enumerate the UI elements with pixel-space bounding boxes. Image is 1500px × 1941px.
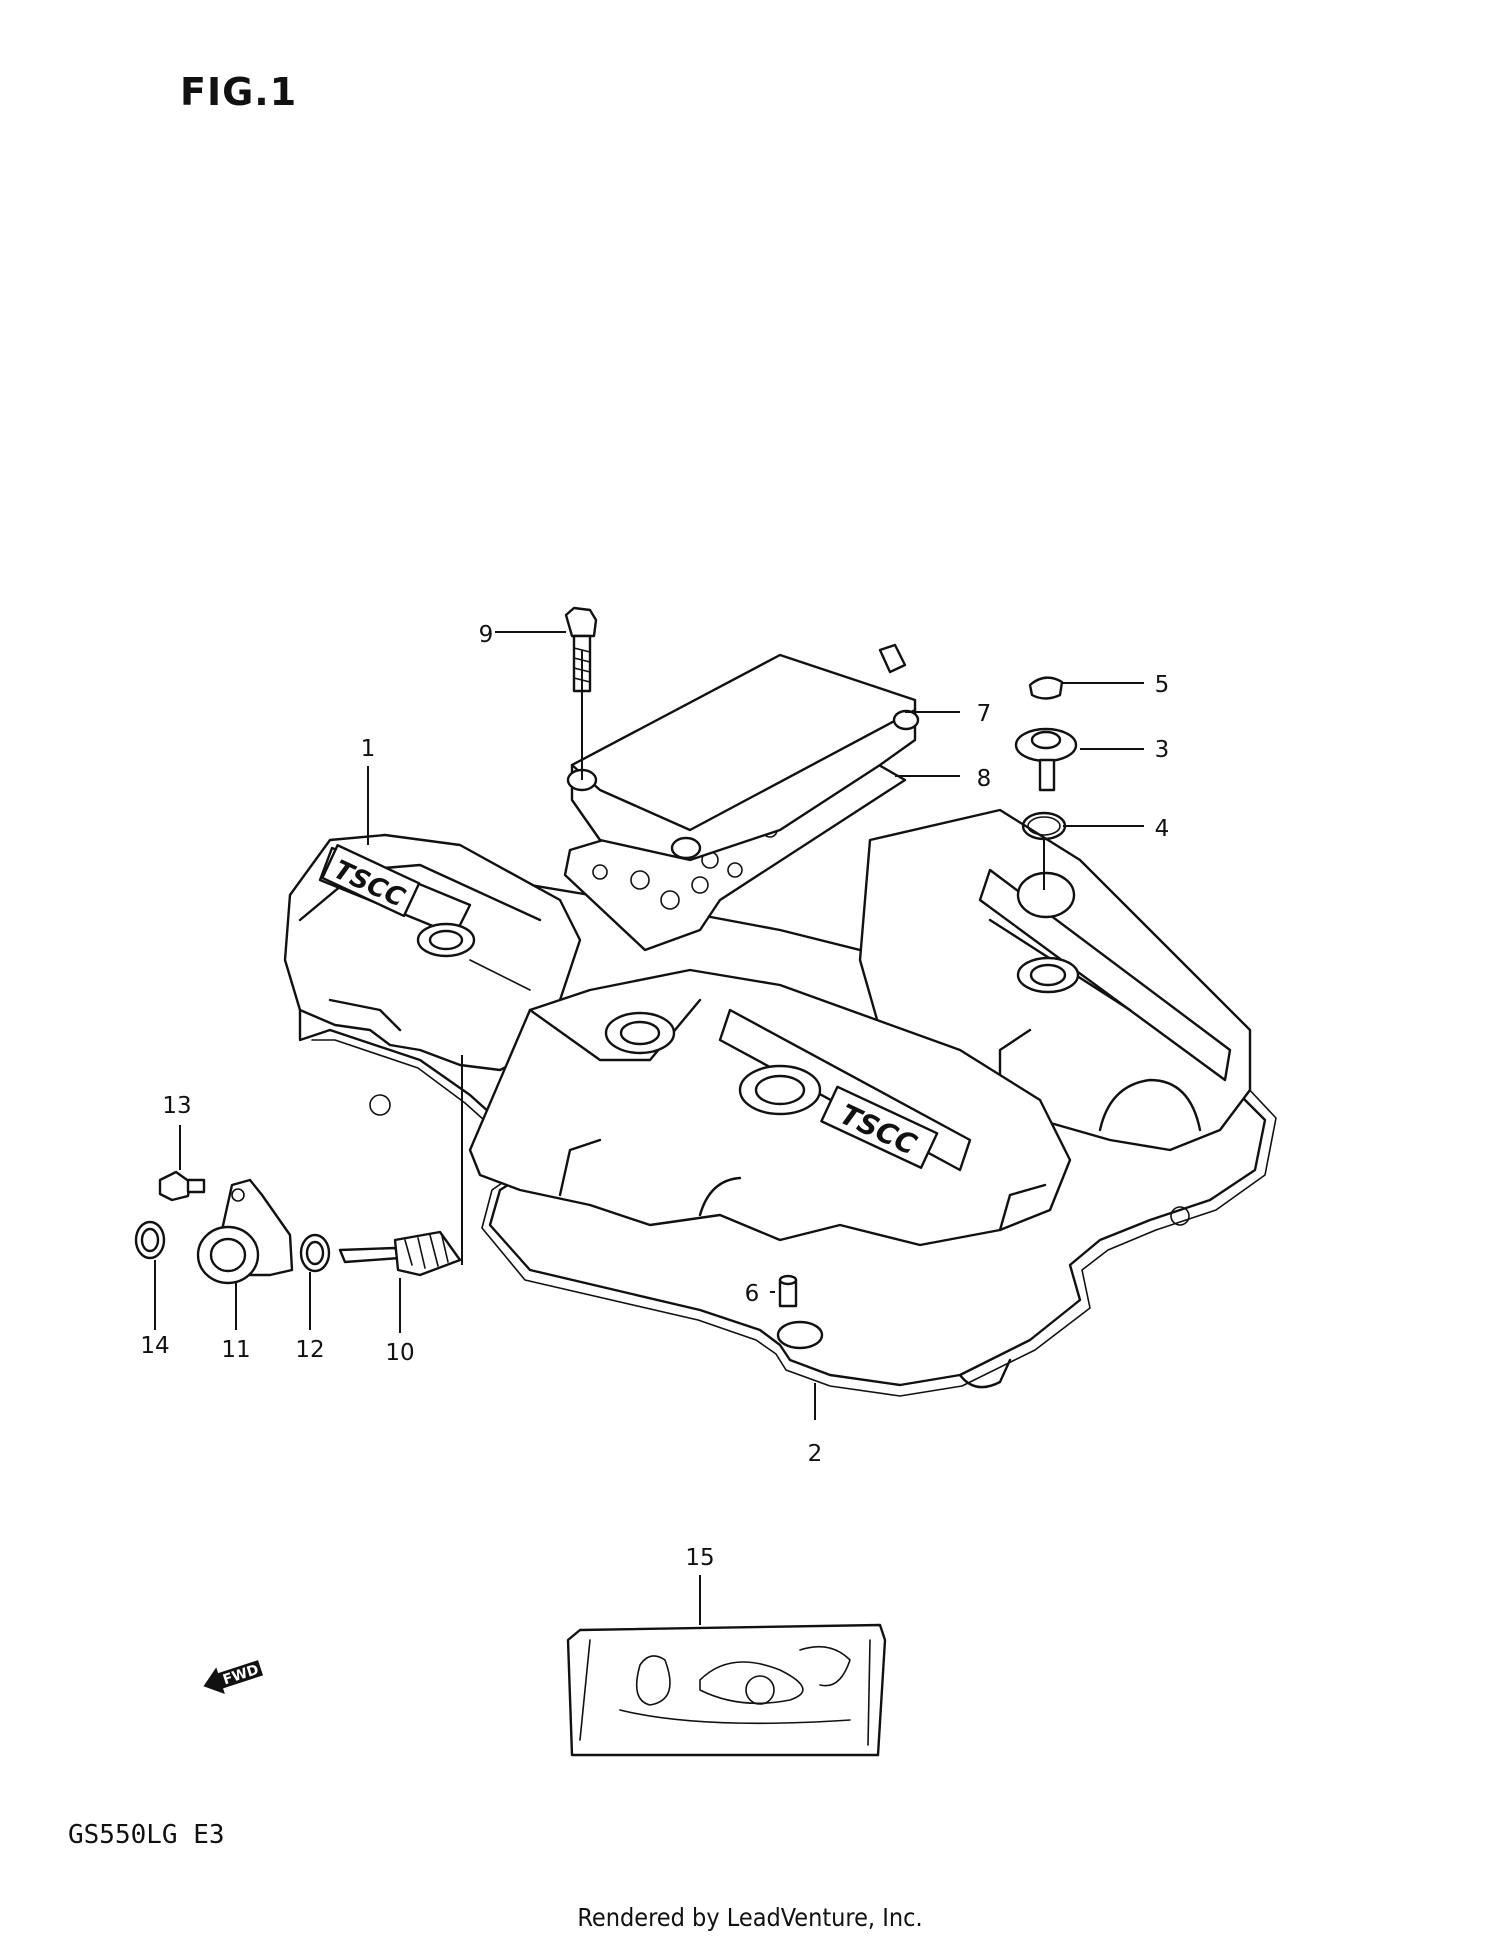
- callout-6: 6: [745, 1281, 760, 1307]
- tachometer-housing: [196, 1178, 294, 1285]
- callout-15: 15: [685, 1545, 714, 1571]
- callout-labels: 1 2 3 4 5 6 7 8 9 10 11 12 13 14 15: [140, 622, 1169, 1571]
- cylinder-head-cover-left: TSCC: [283, 833, 582, 1072]
- tachometer-cap: [134, 1220, 166, 1260]
- callout-10: 10: [385, 1340, 414, 1366]
- leader-lines: [154, 631, 1144, 1625]
- callout-14: 14: [140, 1333, 169, 1359]
- cap-bolt-washer: [1021, 811, 1067, 841]
- tachometer-housing-bolt: [158, 1170, 206, 1202]
- callout-13: 13: [162, 1093, 191, 1119]
- callout-7: 7: [977, 701, 992, 727]
- callout-5: 5: [1155, 672, 1170, 698]
- callout-11: 11: [221, 1337, 250, 1363]
- callout-2: 2: [808, 1441, 823, 1467]
- gasket-set: [566, 1623, 887, 1757]
- fwd-arrow-icon: FWD: [203, 1660, 264, 1695]
- figure-title: FIG.1: [180, 70, 298, 114]
- callout-8: 8: [977, 766, 992, 792]
- callout-12: 12: [295, 1337, 324, 1363]
- callout-1: 1: [361, 736, 376, 762]
- tachometer-gear: [338, 1230, 462, 1277]
- fwd-label: FWD: [221, 1662, 261, 1689]
- tachometer-oil-seal: [299, 1233, 331, 1273]
- breather-cover: [566, 643, 920, 862]
- dowel-pin: [778, 1274, 798, 1308]
- cylinder-head-cover-center: TSCC: [468, 968, 1072, 1247]
- model-code: GS550LG E3: [68, 1820, 225, 1850]
- cap-bolt: [1014, 727, 1078, 792]
- footer-credit: Rendered by LeadVenture, Inc.: [577, 1903, 923, 1932]
- callout-3: 3: [1155, 737, 1170, 763]
- cap: [1028, 676, 1064, 700]
- callout-4: 4: [1155, 816, 1170, 842]
- callout-9: 9: [479, 622, 494, 648]
